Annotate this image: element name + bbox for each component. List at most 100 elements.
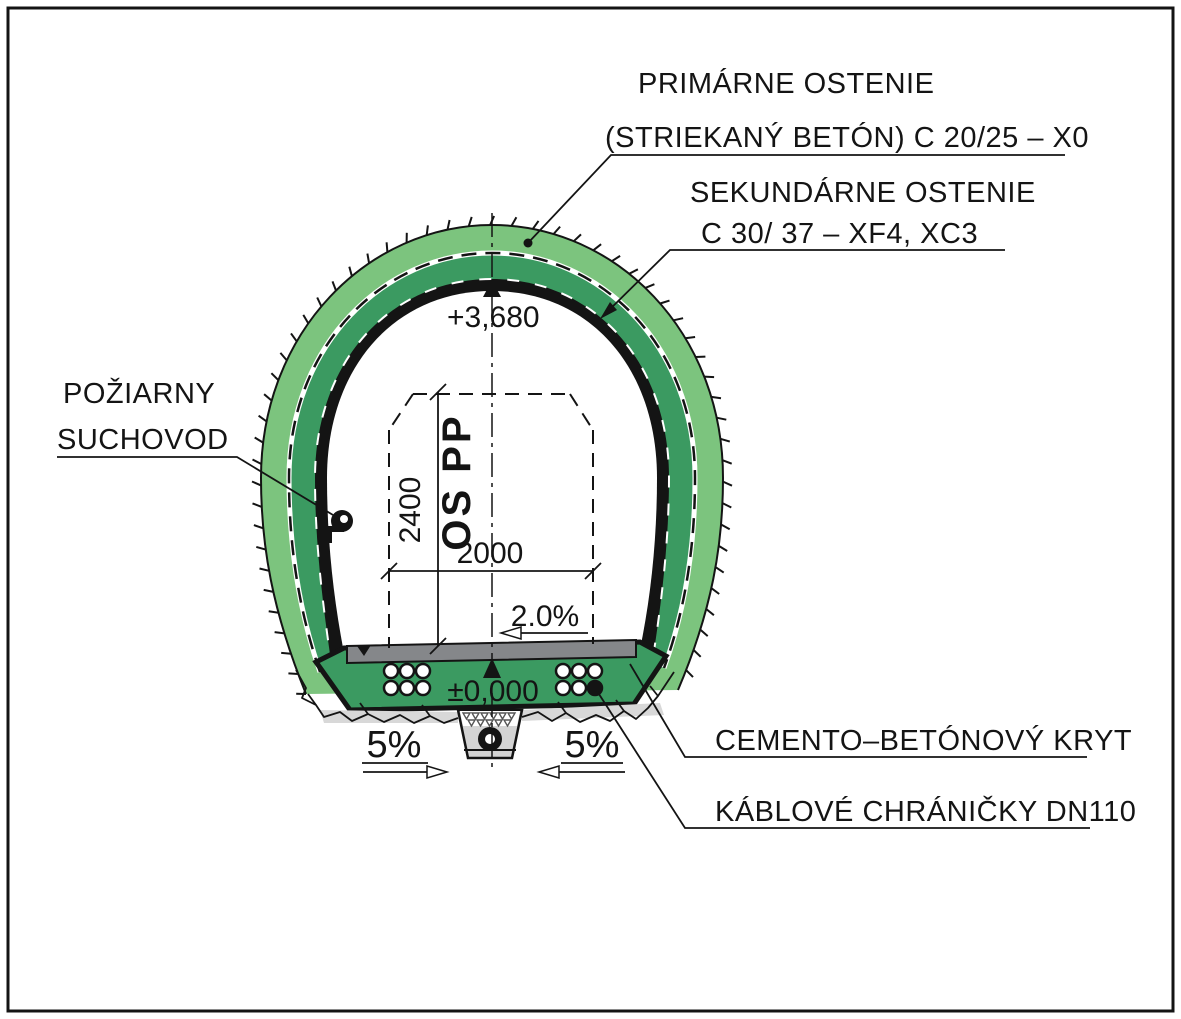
rock-tick xyxy=(692,649,702,658)
secondary-lining-arrowhead xyxy=(600,302,617,319)
rock-tick xyxy=(258,414,268,423)
secondary-lining-label-1: SEKUNDÁRNE OSTENIE xyxy=(690,176,1036,209)
fire-main-label-2: SUCHOVOD xyxy=(57,424,229,456)
axis-label: OS PP xyxy=(435,413,479,550)
formwork-joint-dashes xyxy=(313,277,671,669)
rock-tick xyxy=(316,297,323,307)
road-slope-arrowhead xyxy=(498,625,522,641)
rock-tick xyxy=(710,587,720,595)
rock-tick xyxy=(253,524,264,530)
right-slope-text: 5% xyxy=(565,724,620,766)
rock-tick xyxy=(720,437,731,443)
crown-level-text: +3,680 xyxy=(447,301,540,334)
gutter-notch xyxy=(357,645,371,656)
rock-tick xyxy=(252,458,262,465)
left-slope-text: 5% xyxy=(367,724,422,766)
rock-tick xyxy=(251,480,262,487)
level-markers: +3,680 ±0,000 xyxy=(447,280,540,708)
pavement-label: CEMENTO–BETÓNOVÝ KRYT xyxy=(715,724,1132,757)
cable-duct xyxy=(554,679,572,697)
dim-tick xyxy=(380,562,398,580)
foundation-strip-right xyxy=(522,703,664,721)
envelope-chamfer-right xyxy=(569,393,594,431)
excavation-tick-marks xyxy=(251,215,733,695)
rock-tick xyxy=(290,332,298,342)
cable-duct xyxy=(586,662,604,680)
cable-duct xyxy=(570,662,588,680)
rock-tick xyxy=(467,216,473,227)
slope-annotations: 2.0% 5% 5% xyxy=(362,600,625,780)
primary-lining-leader xyxy=(527,154,1065,244)
rock-tick xyxy=(263,393,273,402)
rock-tick xyxy=(254,436,264,444)
cable-duct xyxy=(382,662,400,680)
secondary-lining-leader xyxy=(601,249,1005,318)
cable-duct xyxy=(398,679,416,697)
rock-tick xyxy=(573,233,582,242)
left-slope-arrowhead xyxy=(426,764,450,780)
fire-main-pipe xyxy=(325,510,353,543)
dim-tick xyxy=(429,383,447,401)
dim-tick xyxy=(429,637,447,655)
rock-tick xyxy=(279,352,288,362)
rock-tick xyxy=(385,242,389,253)
dim-text-height: 2400 xyxy=(394,477,427,544)
rock-tick xyxy=(716,416,727,421)
rock-tick xyxy=(331,281,337,291)
rock-tick xyxy=(510,216,518,227)
rock-tick xyxy=(252,502,263,508)
rock-tick xyxy=(644,283,655,289)
cable-duct xyxy=(382,679,400,697)
crown-level-marker xyxy=(483,280,501,297)
drainage-detail xyxy=(456,708,524,760)
rock-tick xyxy=(268,610,279,614)
cement-concrete-pavement xyxy=(346,638,637,665)
rock-tick xyxy=(722,480,733,487)
rock-tick xyxy=(714,566,725,574)
right-slope-arrowhead xyxy=(536,764,560,780)
cable-duct xyxy=(398,662,416,680)
rock-tick xyxy=(263,588,274,593)
drain-pipe-bore xyxy=(485,734,495,744)
dimensions: 2400 2000 OS PP xyxy=(380,383,602,655)
rock-tick xyxy=(302,314,310,324)
rock-tick xyxy=(288,672,299,675)
rock-tick xyxy=(366,253,371,264)
porous-concrete-symbols xyxy=(461,712,517,728)
rock-tick xyxy=(705,608,715,616)
rock-tick xyxy=(446,219,451,230)
fire-main-label-1: POŽIARNY xyxy=(63,377,215,410)
primary-lining-leader-dot xyxy=(523,238,533,248)
excavation-rough-line xyxy=(295,669,675,724)
cable-ducts-label: KÁBLOVÉ CHRÁNIČKY DN110 xyxy=(715,794,1136,828)
cable-duct xyxy=(414,662,432,680)
road-slope-text: 2.0% xyxy=(511,600,579,633)
rock-tick xyxy=(659,299,670,305)
cable-duct-group xyxy=(382,662,604,697)
cable-duct-referenced xyxy=(586,679,604,697)
rock-tick xyxy=(685,669,694,678)
road-level-marker xyxy=(483,658,501,678)
rock-tick xyxy=(281,651,292,655)
rock-tick xyxy=(722,502,732,509)
rock-tick xyxy=(259,567,270,572)
secondary-lining-label-2: C 30/ 37 – XF4, XC3 xyxy=(701,218,978,250)
rock-tick xyxy=(531,220,540,230)
cable-ducts-leader xyxy=(596,690,1090,829)
dim-tick xyxy=(584,562,602,580)
rock-tick xyxy=(628,268,639,275)
rock-tick xyxy=(611,255,621,263)
rock-tick xyxy=(711,395,722,400)
pavement-leader xyxy=(629,663,1087,758)
rock-tick xyxy=(552,225,561,235)
rock-tick xyxy=(720,523,731,531)
rock-tick xyxy=(704,375,715,379)
fire-main-leader xyxy=(57,456,334,516)
rock-tick xyxy=(722,459,733,465)
rock-tick xyxy=(425,225,429,236)
primary-lining-label-2: (STRIEKANÝ BETÓN) C 20/25 – X0 xyxy=(605,121,1089,154)
cable-duct xyxy=(414,679,432,697)
road-level-text: ±0,000 xyxy=(447,675,539,708)
